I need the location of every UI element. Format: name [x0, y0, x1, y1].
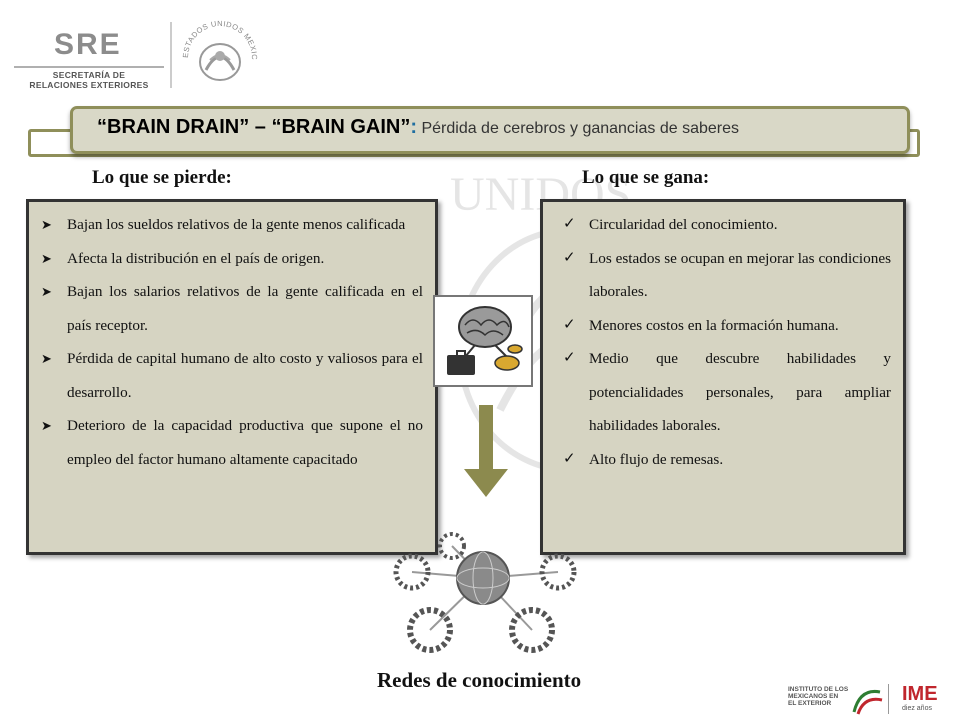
list-item-text: Deterioro de la capacidad productiva que… [67, 417, 423, 468]
arrow-bullet-icon: ➤ [41, 351, 52, 366]
checkmark-icon: ✓ [563, 249, 576, 266]
list-item-text: Circularidad del conocimiento. [589, 216, 778, 233]
ime-line2: MEXICANOS EN [788, 693, 839, 700]
banner-text: “BRAIN DRAIN” – “BRAIN GAIN”: Pérdida de… [97, 116, 739, 139]
sre-abbr: SRE [54, 28, 122, 61]
checkmark-icon: ✓ [563, 450, 576, 467]
gains-heading: Lo que se gana: [582, 167, 710, 188]
list-item-text: Menores costos en la formación humana. [589, 316, 839, 334]
sre-fullname: SECRETARÍA DE RELACIONES EXTERIORES [14, 70, 164, 90]
list-item: ✓ Menores costos en la formación humana. [563, 309, 891, 343]
brain-briefcase-illustration [433, 295, 533, 387]
network-caption: Redes de conocimiento [377, 668, 582, 692]
ime-line1: INSTITUTO DE LOS [788, 686, 849, 693]
arrow-bullet-icon: ➤ [41, 217, 52, 232]
sre-logo: SRE SECRETARÍA DE RELACIONES EXTERIORES [14, 28, 164, 98]
ime-swirl-icon [852, 689, 883, 715]
losses-list: ➤ Bajan los sueldos relativos de la gente… [41, 208, 423, 476]
ime-mark: IME [902, 683, 938, 705]
list-item: ✓ Medio que descubre habilidades y potenc… [563, 342, 891, 443]
arrow-bullet-icon: ➤ [41, 250, 52, 266]
gains-list: ✓ Circularidad del conocimiento. ✓ Los est… [563, 208, 891, 477]
list-item: ➤ Pérdida de capital humano de alto costo… [41, 342, 423, 409]
checkmark-icon: ✓ [563, 216, 576, 232]
sre-line1: SECRETARÍA DE [52, 70, 126, 80]
ime-divider [888, 684, 889, 714]
arrow-bullet-icon: ➤ [41, 284, 52, 299]
checkmark-icon: ✓ [563, 316, 576, 333]
globe-network-illustration [393, 532, 577, 653]
list-item: ➤ Afecta la distribución en el país de or… [41, 242, 423, 276]
banner-title: “BRAIN DRAIN” – “BRAIN GAIN” [97, 116, 411, 138]
list-item-text: Bajan los salarios relativos de la gente… [67, 283, 423, 334]
list-item-text: Medio que descubre habilidades y potenci… [589, 350, 891, 434]
list-item: ➤ Bajan los sueldos relativos de la gente… [41, 208, 423, 242]
list-item: ➤ Deterioro de la capacidad productiva qu… [41, 409, 423, 476]
logo-divider [170, 22, 172, 88]
list-item: ➤ Bajan los salarios relativos de la gent… [41, 275, 423, 342]
ime-logo: INSTITUTO DE LOS MEXICANOS EN EL EXTERIO… [788, 678, 948, 718]
list-item: ✓ Circularidad del conocimiento. [563, 208, 891, 242]
title-banner: “BRAIN DRAIN” – “BRAIN GAIN”: Pérdida de… [70, 106, 910, 154]
list-item: ✓ Los estados se ocupan en mejorar las co… [563, 242, 891, 309]
checkmark-icon: ✓ [563, 350, 576, 366]
banner-subtitle: Pérdida de cerebros y ganancias de saber… [417, 120, 739, 137]
list-item-text: Los estados se ocupan en mejorar las con… [589, 249, 891, 301]
list-item-text: Afecta la distribución en el país de ori… [67, 249, 325, 267]
banner-colon: : [410, 116, 418, 138]
list-item-text: Bajan los sueldos relativos de la gente … [67, 216, 406, 233]
sre-rule [14, 66, 164, 68]
ime-tagline: diez años [902, 705, 932, 712]
list-item-text: Pérdida de capital humano de alto costo … [67, 350, 423, 401]
losses-heading: Lo que se pierde: [92, 167, 232, 188]
ime-institute-name: INSTITUTO DE LOS MEXICANOS EN EL EXTERIO… [788, 686, 848, 707]
arrow-bullet-icon: ➤ [41, 418, 52, 433]
gains-panel: ✓ Circularidad del conocimiento. ✓ Los est… [540, 199, 906, 555]
down-arrow-icon [464, 405, 508, 497]
losses-panel: ➤ Bajan los sueldos relativos de la gente… [26, 199, 438, 555]
ime-line3: EL EXTERIOR [788, 700, 832, 707]
sre-line2: RELACIONES EXTERIORES [29, 80, 149, 90]
mexican-seal-icon: ESTADOS UNIDOS MEXICANOS [178, 14, 259, 81]
list-item: ✓ Alto flujo de remesas. [563, 443, 891, 477]
list-item-text: Alto flujo de remesas. [589, 450, 724, 468]
